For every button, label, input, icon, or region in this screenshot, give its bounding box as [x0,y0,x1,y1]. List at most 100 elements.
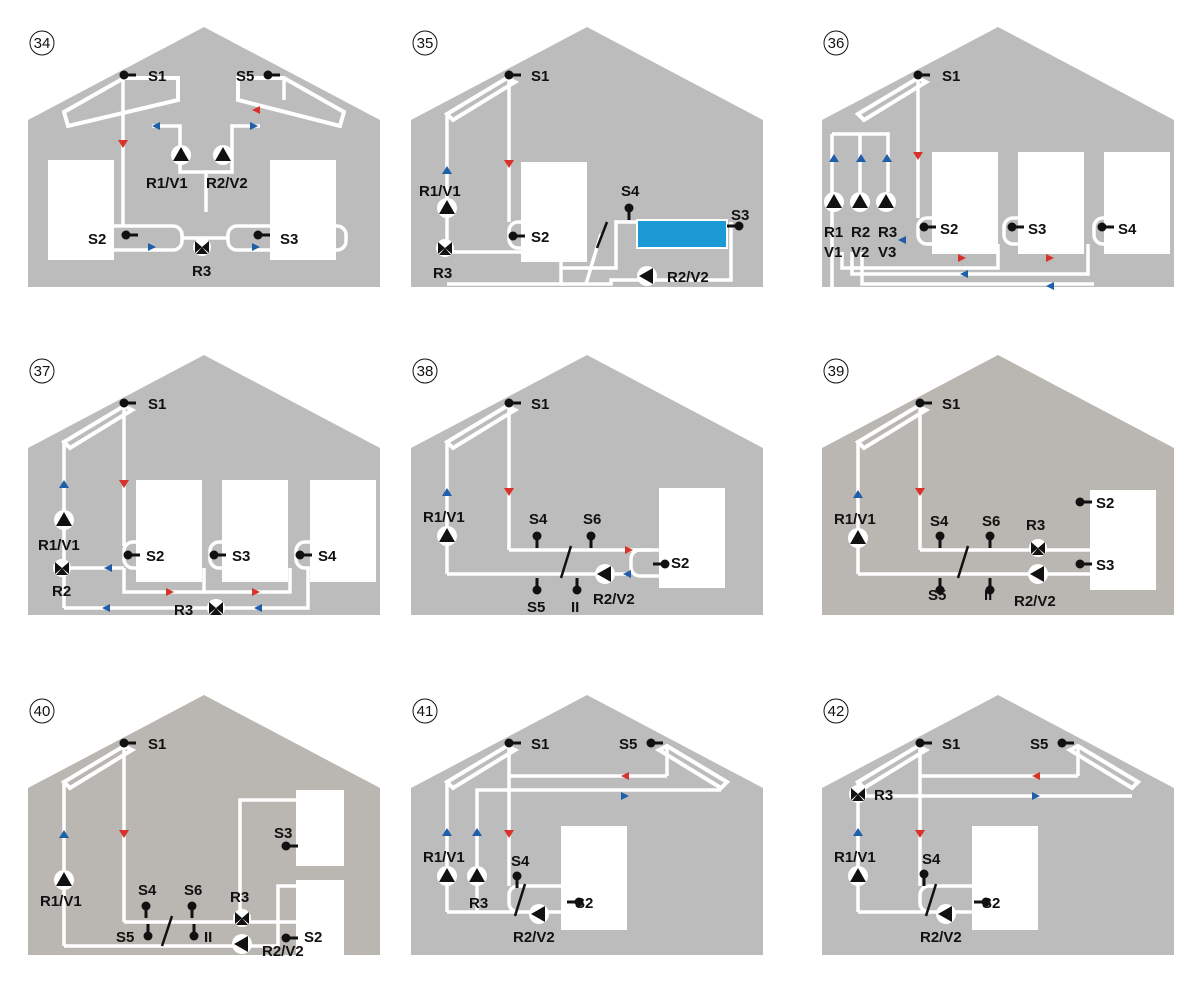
label-s6: S6 [583,511,601,528]
pump-r2-icon [637,266,657,286]
pump-r1-icon [437,198,457,218]
flow-arrow-hot [958,254,966,262]
label-s2: S2 [671,555,689,572]
label-s2: S2 [940,221,958,238]
label-s1: S1 [148,736,166,753]
label-s1: S1 [942,396,960,413]
label-v3: V3 [878,244,896,261]
scheme-number: 40 [34,703,51,720]
flow-arrow-cold [59,830,69,838]
label-s1: S1 [942,736,960,753]
flow-arrow-hot [913,152,923,160]
label-s4: S4 [318,548,337,565]
flow-arrow-cold [898,236,906,244]
label-s2: S2 [304,929,322,946]
label-s2: S2 [982,895,1000,912]
label-r1: R1 [824,224,843,241]
storage-tank-lower [296,880,344,955]
pump-r3-icon [876,192,896,212]
flow-arrow-hot [915,488,925,496]
label-r2: R2 [52,583,71,600]
pump-r1-icon [437,866,457,886]
label-v2: V2 [851,244,869,261]
pipes [443,743,731,914]
flow-arrow-hot [621,772,629,780]
heat-exchanger-icon [160,915,174,947]
scheme-number-circle [412,30,438,56]
pump-r2-icon [1028,564,1048,584]
flow-arrow-cold [442,166,452,174]
storage-tank [561,826,627,930]
flow-arrow-cold [472,828,482,836]
scheme-number: 38 [417,363,434,380]
scheme-number-circle [412,358,438,384]
label-r1v1: R1/V1 [834,849,876,866]
label-s5: S5 [116,929,134,946]
scheme-number: 34 [34,35,51,52]
pump-r2-icon [595,564,615,584]
storage-tank-right [270,160,336,260]
scheme-34: 34 S1 S5 R1/V1 R2/V2 S2 S3 R3 [28,27,380,287]
label-s1: S1 [148,396,166,413]
scheme-number: 36 [828,35,845,52]
label-s3: S3 [232,548,250,565]
flow-arrow-cold [960,270,968,278]
flow-arrow-cold [856,154,866,162]
flow-arrow-hot [252,106,260,114]
label-r1v1: R1/V1 [834,511,876,528]
scheme-37: 37 S1 R1/V1 R2 S2 S3 S4 R3 [28,355,380,619]
scheme-number-circle [29,698,55,724]
storage-tank [521,162,587,262]
label-r1v1: R1/V1 [38,537,80,554]
label-r1v1: R1/V1 [40,893,82,910]
label-s4: S4 [138,882,157,899]
label-s3: S3 [1096,557,1114,574]
scheme-number: 39 [828,363,845,380]
label-s1: S1 [531,68,549,85]
scheme-number: 35 [417,35,434,52]
label-s1: S1 [531,396,549,413]
flow-arrow-hot [166,588,174,596]
label-s4: S4 [930,513,949,530]
scheme-number-circle [29,30,55,56]
label-ii: II [204,929,212,946]
label-s2: S2 [531,229,549,246]
scheme-number-circle [823,698,849,724]
label-r2v2: R2/V2 [262,943,304,960]
flow-arrow-hot [252,588,260,596]
flow-arrow-hot [1032,772,1040,780]
flow-arrow-cold [152,122,160,130]
flow-arrow-hot [1046,254,1054,262]
pump-r1-icon [54,870,74,890]
flow-arrow-cold [442,488,452,496]
scheme-number-circle [412,698,438,724]
pump-r1-icon [171,145,191,165]
pump-r2-icon [232,934,252,954]
flow-arrow-cold [442,828,452,836]
flow-arrow-hot [625,546,633,554]
scheme-number: 42 [828,703,845,720]
flow-arrow-cold [1046,282,1054,290]
label-r1v1: R1/V1 [423,849,465,866]
storage-tank-upper [296,790,344,866]
label-r3: R3 [1026,517,1045,534]
label-r2: R2 [851,224,870,241]
label-ii: II [571,599,579,616]
flow-arrow-hot [915,830,925,838]
storage-tank-left [48,160,114,260]
storage-tank-1 [136,480,202,582]
flow-arrow-cold [623,570,631,578]
label-r2v2: R2/V2 [1014,593,1056,610]
label-s5: S5 [928,587,946,604]
flow-arrow-cold [621,792,629,800]
flow-arrow-cold [148,243,156,251]
storage-tank-2 [222,480,288,582]
storage-tank-2 [1018,152,1084,254]
label-r2v2: R2/V2 [920,929,962,946]
pump-r2-icon [529,904,549,924]
pump-r2-icon [936,904,956,924]
label-r1v1: R1/V1 [423,509,465,526]
label-s4: S4 [922,851,941,868]
scheme-39: 39 S1 R1/V1 S4 S6 R3 S2 S3 S5 II R2/V2 [822,355,1174,615]
